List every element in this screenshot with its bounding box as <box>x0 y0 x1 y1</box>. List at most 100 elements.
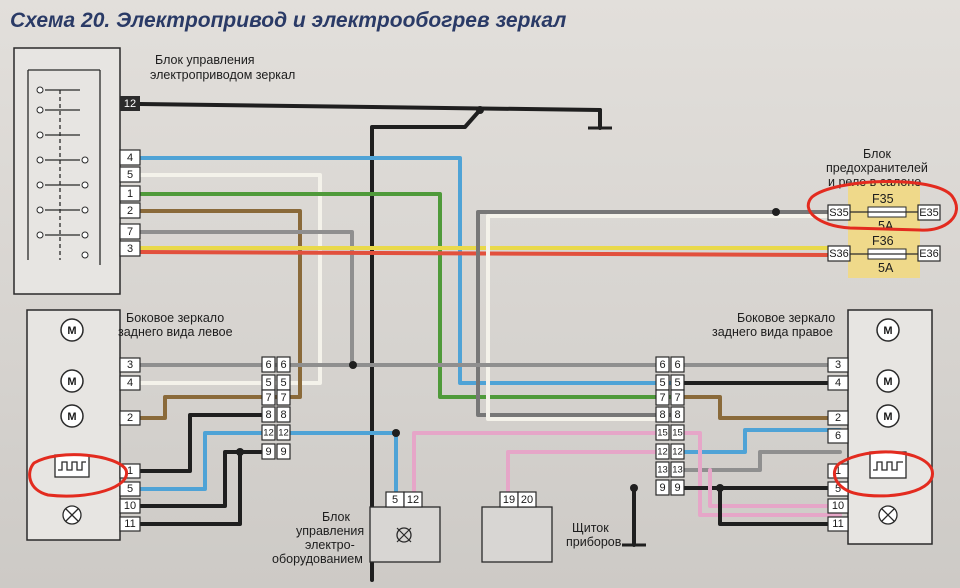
pin-label: 5 <box>674 377 680 389</box>
pin-label: 12 <box>672 447 683 458</box>
svg-text:M: M <box>67 325 76 337</box>
pin-label: 6 <box>265 359 271 371</box>
equipment-control-unit: 5 12 <box>369 491 441 563</box>
junction-dots <box>236 106 780 492</box>
fuse-terminal-label: S35 <box>829 207 849 219</box>
connector-right: 6 6 5 5 7 7 8 8 15 15 12 12 13 13 9 9 <box>655 356 685 496</box>
pin-label: 3 <box>127 359 133 371</box>
pin-label: 11 <box>124 518 135 530</box>
pin-label: 9 <box>265 446 271 458</box>
fuse-name: F36 <box>872 234 894 248</box>
pin-label: 2 <box>127 412 133 424</box>
instrument-cluster-label-1: Щиток <box>572 521 609 535</box>
pin-label: 15 <box>672 428 683 439</box>
pin-label: 4 <box>127 152 133 164</box>
pin-label: 6 <box>674 359 680 371</box>
fuse-box-label-1: Блок <box>863 147 891 161</box>
pin-label: 3 <box>127 243 133 255</box>
pin-label: 9 <box>674 482 680 494</box>
pin-label: 13 <box>657 465 668 476</box>
pin-label: 7 <box>659 392 665 404</box>
pin-label: 7 <box>280 392 286 404</box>
fuse-name: F35 <box>872 192 894 206</box>
pin-label: 7 <box>265 392 271 404</box>
motor-icon: M <box>60 369 84 393</box>
wires <box>138 102 842 582</box>
pin-label: 12 <box>657 447 668 458</box>
svg-text:M: M <box>67 376 76 388</box>
highlight-circle-right <box>833 450 934 498</box>
pin-label: 9 <box>280 446 286 458</box>
motor-icon: M <box>60 318 84 342</box>
pin-label: 8 <box>265 409 271 421</box>
pin-label: 1 <box>835 465 841 477</box>
pin-label: 7 <box>674 392 680 404</box>
heater-icon <box>869 451 907 479</box>
fuse-f36: S36 E36 F36 5A <box>827 234 941 275</box>
equipment-unit-label-1: Блок <box>322 510 350 524</box>
left-mirror-label-2: заднего вида левое <box>118 325 233 339</box>
fuse-terminal-label: E35 <box>919 207 939 219</box>
pin-label: 2 <box>835 412 841 424</box>
highlight-circle-left <box>28 453 128 498</box>
equipment-unit-label-4: оборудованием <box>272 552 363 566</box>
fuse-f35: S35 E35 F35 5A <box>827 192 941 233</box>
pin-label: 7 <box>127 226 133 238</box>
pin-label: 15 <box>657 428 668 439</box>
fuse-box-label-2: предохранителей <box>826 161 928 175</box>
pin-label: 5 <box>127 169 133 181</box>
fuse-rating: 5A <box>878 219 894 233</box>
left-mirror-label-1: Боковое зеркало <box>126 311 224 325</box>
motor-icon: M <box>60 404 84 428</box>
pin-label: 12 <box>124 98 136 110</box>
pin-label: 8 <box>674 409 680 421</box>
pin-label: 1 <box>127 465 133 477</box>
fuse-rating: 5A <box>878 261 894 275</box>
pin-label: 12 <box>407 494 419 506</box>
pin-label: 20 <box>521 494 533 506</box>
svg-text:M: M <box>67 411 76 423</box>
motor-icon: M <box>876 404 900 428</box>
svg-text:M: M <box>883 376 892 388</box>
svg-text:M: M <box>883 325 892 337</box>
pin-label: 5 <box>835 483 841 495</box>
diagram-title: Схема 20. Электропривод и электрообогрев… <box>10 9 566 32</box>
left-mirror-pins: 3 4 2 1 5 10 11 <box>119 357 141 532</box>
pin-label: 5 <box>265 377 271 389</box>
pin-label: 6 <box>280 359 286 371</box>
pin-label: 5 <box>392 494 398 506</box>
motor-icon: M <box>876 369 900 393</box>
pin-label: 1 <box>127 188 133 200</box>
equipment-unit-label-2: управления <box>296 524 364 538</box>
right-mirror-pins: 3 4 2 6 1 5 10 11 <box>827 357 849 532</box>
pin-label: 12 <box>263 428 274 439</box>
equipment-unit-label-3: электро- <box>305 538 355 552</box>
pin-label: 9 <box>659 482 665 494</box>
control-unit-label-2: электроприводом зеркал <box>150 68 295 82</box>
lamp-icon <box>62 505 82 525</box>
pin-label: 11 <box>832 518 843 530</box>
pin-label: 4 <box>835 377 841 389</box>
motor-icon: M <box>876 318 900 342</box>
pin-label: 6 <box>835 430 841 442</box>
instrument-cluster: 19 20 <box>481 491 553 563</box>
svg-text:M: M <box>883 411 892 423</box>
pin-label: 2 <box>127 205 133 217</box>
pin-label: 8 <box>659 409 665 421</box>
control-unit-label-1: Блок управления <box>155 53 255 67</box>
pin-label: 12 <box>278 428 289 439</box>
highlight-circle-fuse <box>806 179 958 232</box>
fuse-terminal-label: E36 <box>919 248 939 260</box>
pin-label: 10 <box>124 500 136 512</box>
control-unit-pins: 12 4 5 1 2 7 3 <box>119 96 141 257</box>
pin-label: 10 <box>832 500 844 512</box>
connector-left: 6 6 5 5 7 7 8 8 12 12 9 9 <box>261 356 291 460</box>
heater-icon <box>54 454 90 478</box>
right-mirror-label-1: Боковое зеркало <box>737 311 835 325</box>
pin-label: 3 <box>835 359 841 371</box>
pin-label: 8 <box>280 409 286 421</box>
pin-label: 5 <box>127 483 133 495</box>
pin-label: 4 <box>127 377 133 389</box>
